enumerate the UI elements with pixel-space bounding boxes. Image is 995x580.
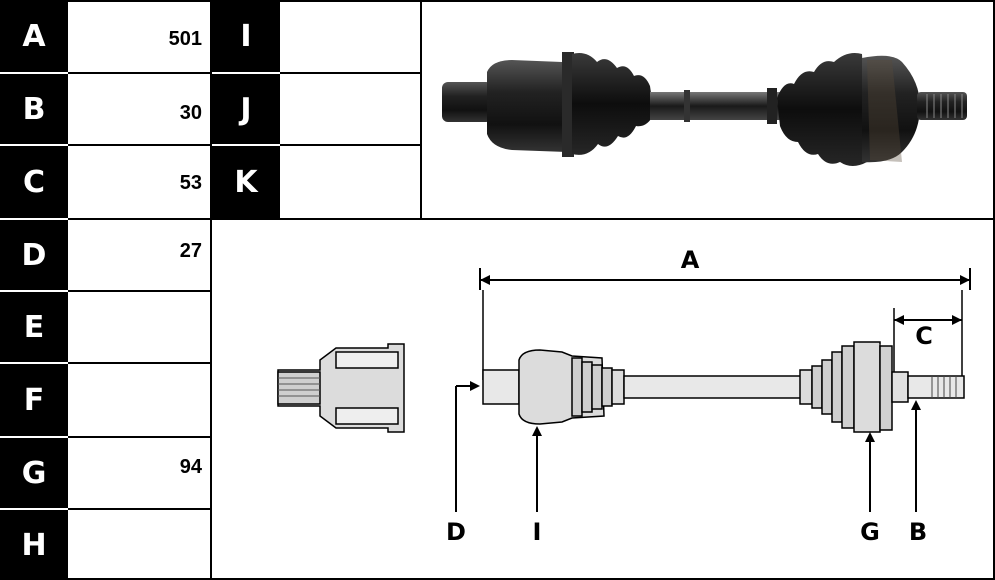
- value-e: [68, 292, 210, 362]
- label-k: K: [212, 146, 280, 218]
- grid-line: [68, 436, 212, 438]
- shaft-drawing: [482, 341, 965, 433]
- value-g: 94: [68, 438, 210, 508]
- value-b: 30: [68, 74, 210, 144]
- dimension-label-a: A: [681, 246, 700, 274]
- label-j: J: [212, 74, 280, 144]
- grid-line: [68, 290, 212, 292]
- grid-line: [68, 218, 995, 220]
- grid-line: [280, 144, 420, 146]
- grid-line: [0, 578, 995, 580]
- value-i: [280, 0, 420, 72]
- value-a: 501: [68, 0, 210, 72]
- dimension-drawing: A C D I G B: [277, 246, 971, 546]
- dimension-label-i: I: [533, 518, 542, 546]
- grid-line: [0, 0, 995, 2]
- joint-end-drawing: [277, 343, 405, 433]
- drive-shaft-photo: [442, 52, 967, 166]
- value-f: [68, 364, 210, 436]
- grid-line: [280, 72, 420, 74]
- label-d: D: [0, 220, 68, 290]
- grid-line: [420, 0, 422, 220]
- value-c: 53: [68, 146, 210, 218]
- value-h: [68, 510, 210, 580]
- label-g: G: [0, 438, 68, 508]
- label-e: E: [0, 292, 68, 362]
- label-a: A: [0, 0, 68, 72]
- dimension-label-g: G: [860, 518, 880, 546]
- value-d: 27: [68, 220, 210, 290]
- dimension-label-c: C: [915, 322, 933, 350]
- dimension-label-b: B: [909, 518, 927, 546]
- grid-line: [68, 72, 212, 74]
- value-j: [280, 74, 420, 144]
- grid-line: [68, 144, 212, 146]
- label-f: F: [0, 364, 68, 436]
- label-b: B: [0, 74, 68, 144]
- leader-lines: [455, 381, 921, 512]
- label-i: I: [212, 0, 280, 72]
- label-c: C: [0, 146, 68, 218]
- grid-line: [68, 362, 212, 364]
- grid-line: [210, 0, 212, 580]
- grid-line: [993, 0, 995, 580]
- value-k: [280, 146, 420, 218]
- dimension-label-d: D: [446, 518, 466, 546]
- label-h: H: [0, 510, 68, 580]
- grid-line: [68, 508, 212, 510]
